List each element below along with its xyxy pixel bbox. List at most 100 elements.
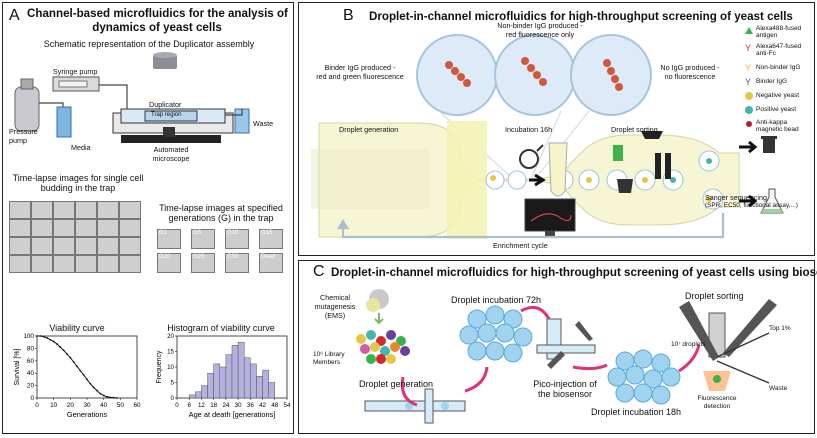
pico-label-1: Pico-injection of [533, 379, 597, 389]
legend-item-1b: antigen [756, 32, 778, 39]
viability-point [86, 378, 88, 381]
legend-item-6: Positive yeast [756, 106, 797, 113]
library-label-2: Members [313, 359, 341, 366]
histogram-bar [225, 354, 233, 399]
viability-point [72, 361, 75, 363]
panel-c: C Droplet-in-channel microfluidics for h… [298, 260, 817, 434]
monitor-icon [524, 198, 576, 232]
label-microscope-2: microscope [152, 154, 190, 163]
gen-label: G5 [193, 230, 202, 236]
label-pressure-1: Pressure [9, 127, 38, 136]
viability-point [79, 369, 82, 372]
viability-point [106, 395, 108, 398]
label-waste: Waste [253, 119, 274, 128]
label-pressure-2: pump [9, 136, 27, 145]
viability-point [96, 389, 98, 392]
gen-label: G30 [227, 254, 239, 260]
viability-point [49, 338, 52, 341]
chem-label-3: (EMS) [324, 311, 346, 320]
viability-point [62, 349, 65, 352]
panel-b: B Droplet-in-channel microfluidics for h… [298, 2, 815, 256]
viability-point [112, 396, 115, 399]
viability-point [99, 392, 102, 395]
viability-ytick-label: 20 [27, 383, 35, 390]
viability-point [82, 374, 85, 376]
histogram-bar [268, 382, 276, 399]
histogram-bar [213, 363, 221, 399]
schematic-title: Schematic representation of the Duplicat… [43, 39, 255, 49]
viability-ytick-label: 80 [27, 345, 35, 352]
viability-point [52, 340, 55, 343]
top-label: Top 1% [769, 325, 791, 332]
panel-a-letter: A [9, 7, 20, 24]
media-vial-icon [56, 106, 72, 138]
enrichment-label: Enrichment cycle [493, 241, 548, 250]
histogram-xtick-label: 36 [247, 402, 254, 409]
histogram-ylabel: Frequency [156, 350, 163, 384]
sanger-label-1: Sanger sequencing [705, 193, 767, 202]
waste-bin-icon [763, 139, 775, 153]
histogram-xtick-label: 48 [271, 402, 278, 409]
sanger-label-2: (SPR, EC50, functional assay,...) [705, 202, 798, 209]
viability-ytick-label: 40 [27, 370, 35, 377]
droplets-label: 10⁷ droplets [671, 341, 706, 348]
gen-label: G10 [227, 230, 239, 236]
legend-item-2a: Alexa647-fused [756, 43, 802, 50]
purple-antibody-icon: Y [745, 77, 752, 87]
legend-item-5: Negative yeast [756, 92, 799, 99]
gen-label: G20 [159, 254, 171, 260]
viability-point [69, 356, 72, 359]
viability-xtick-label: 30 [83, 402, 91, 409]
red-antibody-icon: Y [745, 43, 752, 53]
histogram-bar [243, 357, 251, 399]
histogram-bar [237, 341, 245, 399]
lamp-icon [617, 179, 633, 193]
yellow-antibody-icon: Y [745, 63, 752, 73]
viability-point [39, 335, 42, 337]
viability-point [36, 335, 38, 337]
viability-point [116, 397, 118, 399]
label-media: Media [71, 143, 91, 152]
magnifier-binder [416, 34, 498, 116]
label-trap-region: Trap region [151, 112, 182, 118]
droplet-generation-c-label: Droplet generation [359, 379, 434, 389]
timelapse2-title-1: Time-lapse images at specified [159, 203, 283, 213]
fluor-label-2: detection [703, 403, 731, 410]
noigg-label-1: No IgG produced - [660, 63, 720, 72]
panel-c-title: Droplet-in-channel microfluidics for hig… [331, 266, 817, 279]
viability-xtick-label: 0 [35, 402, 39, 409]
viability-ytick-label: 100 [23, 333, 34, 340]
camera-icon [153, 55, 177, 69]
histogram-ytick-label: 5 [171, 380, 175, 387]
legend-item-2b: anti-Fc [756, 50, 776, 57]
gen-label: Dead [261, 254, 276, 260]
panel-a-title-line1: Channel-based microfluidics for the anal… [27, 7, 288, 20]
green-triangle-icon [745, 27, 753, 34]
viability-point [109, 396, 112, 399]
viability-point [46, 336, 48, 339]
panel-c-diagram [356, 289, 777, 424]
panel-a: A Channel-based microfluidics for the an… [2, 2, 294, 434]
enrichment-arrow [341, 213, 725, 239]
viability-xtick-label: 20 [67, 402, 75, 409]
legend-item-7b: magnetic bead [756, 126, 799, 133]
sorting-c-label: Droplet sorting [685, 291, 744, 301]
chem-label-1: Chemical [320, 293, 350, 302]
viability-xtick-label: 10 [50, 402, 58, 409]
teal-yeast-icon [745, 106, 753, 114]
incubation-label: Incubation 16h [505, 125, 553, 134]
gen-label: G1 [159, 230, 168, 236]
histogram-bar [256, 376, 263, 399]
nonbinder-label-1: Non-binder IgG produced - [497, 21, 583, 30]
pico-label-2: the biosensor [537, 389, 593, 399]
histogram-xtick-label: 12 [198, 402, 205, 409]
timelapse2-title-2: generations (G) in the trap [168, 213, 274, 223]
viability-xtick-label: 40 [100, 402, 108, 409]
gen-label: G15 [261, 230, 273, 236]
histogram-bar [250, 363, 257, 399]
histogram-ytick-label: 20 [167, 333, 174, 340]
histogram-title: Histogram of viability curve [167, 323, 275, 333]
timelapse2-grid: G1 G5 G10 G15 G20 G25 G30 Dead [157, 229, 287, 273]
legend-item-3: Non-binder IgG [756, 64, 801, 71]
